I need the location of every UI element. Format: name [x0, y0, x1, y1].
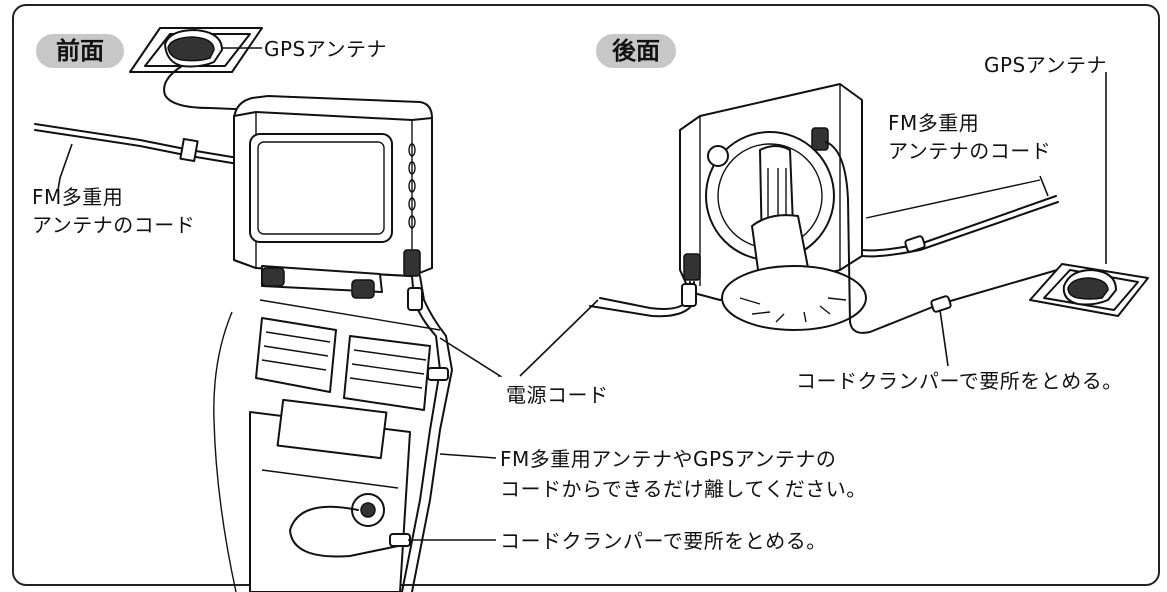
rear-clamp-label: コードクランパーで要所をとめる。	[796, 369, 1123, 393]
front-gps-antenna-label: GPSアンテナ	[264, 37, 387, 61]
cable-clamp-upper	[427, 367, 449, 381]
bottom-clamp-label: コードクランパーで要所をとめる。	[500, 529, 827, 553]
keep-away-note-line2: コードからできるだけ離してください。	[500, 477, 867, 501]
front-fm-cord-label-line2: アンテナのコード	[32, 213, 196, 237]
front-fm-cord-label-line1: FM多重用	[32, 185, 124, 209]
rear-fm-cord-label-line1: FM多重用	[888, 111, 980, 135]
front-gps-antenna-icon	[129, 27, 263, 73]
rear-view-title: 後面	[596, 34, 676, 68]
rear-monitor	[679, 83, 867, 331]
cable-clamp-lower	[389, 533, 411, 547]
front-fm-cord	[34, 123, 239, 165]
rear-gps-antenna-label: GPSアンテナ	[984, 53, 1107, 77]
rear-gps-antenna-icon	[1029, 263, 1149, 317]
front-gps-cable	[163, 65, 259, 111]
rear-fm-cord-label-line2: アンテナのコード	[888, 139, 1052, 163]
diagram-frame	[12, 4, 1160, 586]
power-cord-label: 電源コード	[506, 383, 609, 407]
front-monitor	[233, 95, 433, 299]
rear-fm-cord	[861, 179, 1059, 258]
keep-away-note-line1: FM多重用アンテナやGPSアンテナの	[500, 447, 837, 471]
front-view-title: 前面	[36, 34, 124, 68]
rear-power-cable	[599, 281, 691, 310]
dashboard	[213, 299, 441, 592]
